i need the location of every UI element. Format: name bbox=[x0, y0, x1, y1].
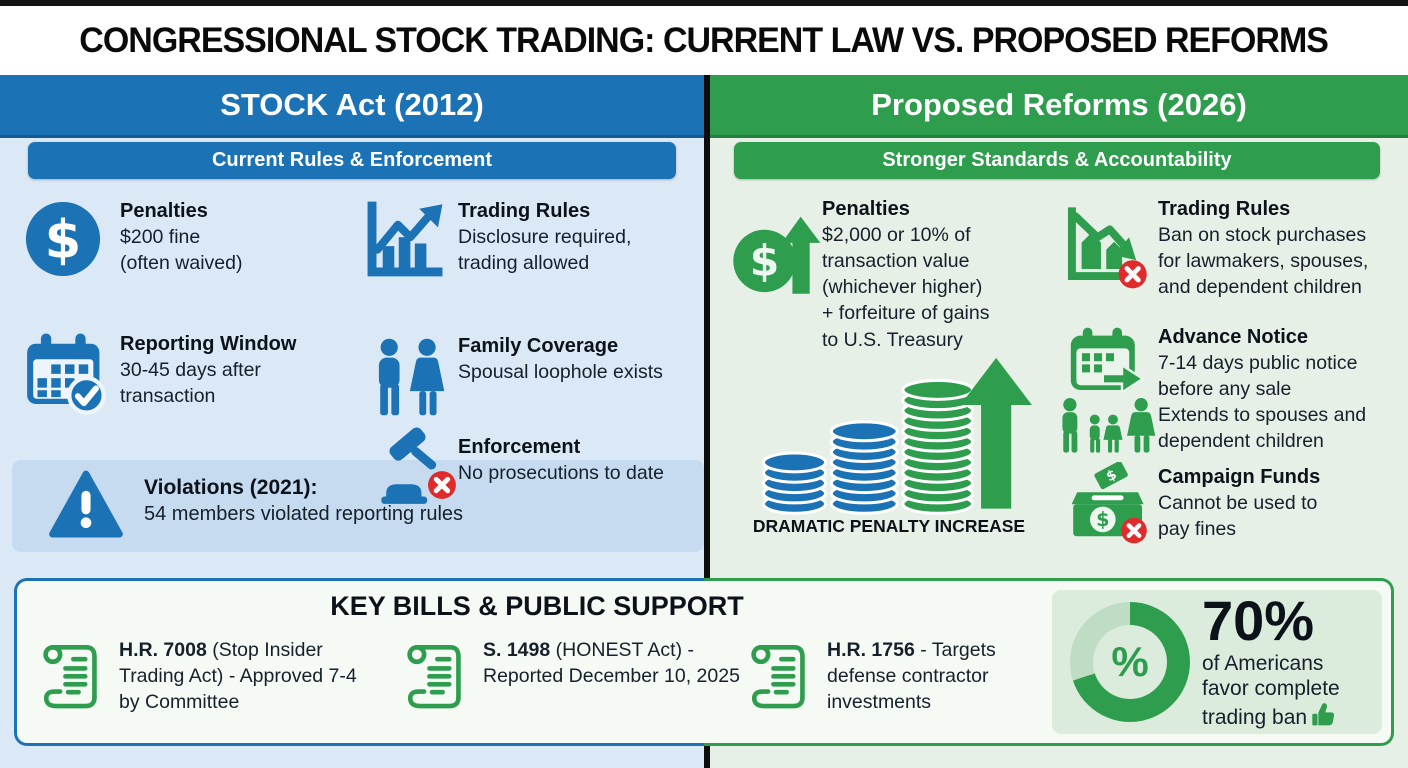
svg-text:$: $ bbox=[1096, 508, 1109, 531]
thumbs-up-icon bbox=[1311, 702, 1337, 735]
bill-item-s1498: S. 1498 (HONEST Act) - Reported December… bbox=[403, 637, 743, 722]
item-text: 7-14 days public notice before any sale … bbox=[1158, 352, 1367, 453]
bill-name: S. 1498 bbox=[483, 639, 551, 661]
item-title: Campaign Funds bbox=[1158, 466, 1321, 488]
percent-symbol: % bbox=[1093, 625, 1167, 699]
item-title: Penalties bbox=[120, 200, 208, 222]
bill-item-hr7008: H.R. 7008 (Stop Insider Trading Act) - A… bbox=[39, 637, 379, 722]
scroll-icon bbox=[403, 637, 469, 722]
item-text: $200 fine (often waived) bbox=[120, 226, 243, 275]
dollar-circle-icon: $ bbox=[24, 200, 102, 278]
item-title: Advance Notice bbox=[1158, 326, 1309, 348]
ballot-box-no-icon: $ $ bbox=[1066, 461, 1154, 548]
left-item-reporting-window: Reporting Window 30-45 days after transa… bbox=[120, 331, 370, 409]
svg-text:$: $ bbox=[750, 237, 780, 287]
item-title: Enforcement bbox=[458, 436, 581, 458]
bill-text: H.R. 7008 (Stop Insider Trading Act) - A… bbox=[119, 637, 377, 722]
bill-rest: (HONEST Act) - Reported December 10, 202… bbox=[483, 639, 740, 688]
bottom-section-title: KEY BILLS & PUBLIC SUPPORT bbox=[330, 591, 744, 621]
support-percent: 70% bbox=[1202, 589, 1315, 652]
item-text: No prosecutions to date bbox=[458, 462, 664, 484]
item-text: Ban on stock purchases for lawmakers, sp… bbox=[1158, 224, 1369, 299]
item-text: Spousal loophole exists bbox=[458, 361, 663, 383]
item-title: Reporting Window bbox=[120, 333, 297, 355]
item-title: Trading Rules bbox=[458, 200, 591, 222]
public-support-panel: % 70% of Americans favor complete tradin… bbox=[1052, 590, 1382, 734]
scroll-icon bbox=[747, 637, 813, 722]
left-subheader-banner: Current Rules & Enforcement bbox=[28, 142, 676, 179]
family-couple-icon bbox=[366, 336, 452, 424]
key-bills-box: KEY BILLS & PUBLIC SUPPORT H.R. 7008 (St… bbox=[14, 578, 1394, 746]
bill-rest: - Targets defense contractor investments bbox=[827, 639, 996, 714]
bill-text: S. 1498 (HONEST Act) - Reported December… bbox=[483, 637, 741, 722]
bill-text: H.R. 1756 - Targets defense contractor i… bbox=[827, 637, 1065, 722]
svg-text:$: $ bbox=[45, 210, 82, 271]
bill-name: H.R. 7008 bbox=[119, 639, 207, 661]
top-border-strip bbox=[0, 0, 1408, 6]
dollar-up-icon: $ bbox=[730, 212, 822, 300]
item-title: Penalties bbox=[822, 198, 910, 220]
right-item-trading-rules: Trading Rules Ban on stock purchases for… bbox=[1158, 196, 1406, 300]
bill-rest: (Stop Insider Trading Act) - Approved 7-… bbox=[119, 639, 357, 714]
family-icon bbox=[1058, 398, 1158, 456]
warning-triangle-icon bbox=[48, 468, 124, 544]
item-text: $2,000 or 10% of transaction value (whic… bbox=[822, 224, 990, 351]
support-donut-chart: % bbox=[1070, 602, 1190, 722]
violations-text: 54 members violated reporting rules bbox=[144, 503, 464, 526]
coin-stacks-up-arrow-icon bbox=[742, 356, 1044, 518]
calendar-arrow-family-icon bbox=[1066, 326, 1146, 398]
violations-highlight-band: Violations (2021): 54 members violated r… bbox=[12, 460, 704, 552]
penalty-increase-caption: DRAMATIC PENALTY INCREASE bbox=[752, 516, 1026, 536]
scroll-icon bbox=[39, 637, 105, 722]
gavel-no-icon bbox=[378, 424, 460, 510]
right-item-advance-notice: Advance Notice 7-14 days public notice b… bbox=[1158, 324, 1408, 455]
title-band: CONGRESSIONAL STOCK TRADING: CURRENT LAW… bbox=[0, 6, 1408, 75]
support-text: of Americans favor complete trading ban bbox=[1202, 651, 1378, 735]
item-text: Disclosure required, trading allowed bbox=[458, 226, 632, 275]
calendar-check-icon bbox=[22, 330, 108, 416]
item-text: 30-45 days after transaction bbox=[120, 359, 261, 408]
item-title: Family Coverage bbox=[458, 335, 619, 357]
left-item-trading-rules: Trading Rules Disclosure required, tradi… bbox=[458, 198, 708, 276]
column-divider bbox=[704, 75, 710, 768]
right-item-penalties: Penalties $2,000 or 10% of transaction v… bbox=[822, 196, 1062, 353]
chart-down-no-icon bbox=[1064, 202, 1152, 292]
left-item-enforcement: Enforcement No prosecutions to date bbox=[458, 434, 714, 486]
key-bills-box-inner: KEY BILLS & PUBLIC SUPPORT H.R. 7008 (St… bbox=[17, 581, 1391, 743]
left-item-penalties: Penalties $200 fine (often waived) bbox=[120, 198, 360, 276]
item-title: Trading Rules bbox=[1158, 198, 1291, 220]
bill-name: H.R. 1756 bbox=[827, 639, 915, 661]
right-item-campaign-funds: Campaign Funds Cannot be used to pay fin… bbox=[1158, 464, 1406, 542]
support-text-block: 70% of Americans favor complete trading … bbox=[1202, 589, 1378, 735]
item-text: Cannot be used to pay fines bbox=[1158, 492, 1318, 541]
left-item-family-coverage: Family Coverage Spousal loophole exists bbox=[458, 333, 714, 385]
right-subheader-banner: Stronger Standards & Accountability bbox=[734, 142, 1380, 179]
page-title: CONGRESSIONAL STOCK TRADING: CURRENT LAW… bbox=[79, 20, 1330, 60]
violations-text-block: Violations (2021): 54 members violated r… bbox=[144, 474, 684, 528]
left-column-header: STOCK Act (2012) bbox=[0, 75, 704, 138]
chart-up-icon bbox=[364, 198, 446, 280]
right-column-header: Proposed Reforms (2026) bbox=[710, 75, 1408, 138]
violations-title: Violations (2021): bbox=[144, 476, 318, 499]
bill-item-hr1756: H.R. 1756 - Targets defense contractor i… bbox=[747, 637, 1067, 722]
